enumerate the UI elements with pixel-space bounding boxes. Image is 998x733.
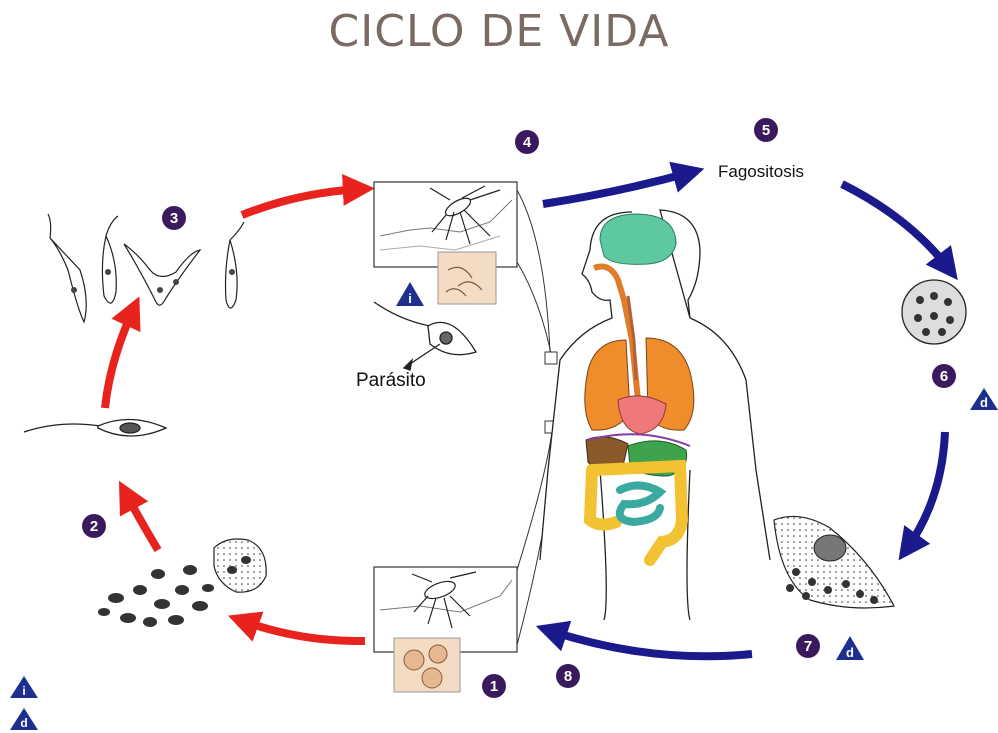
parasite-illustration (374, 302, 476, 370)
diagnostic-stage-badge-7: d (836, 636, 864, 660)
amastigote-cluster (98, 539, 266, 627)
promastigote-cluster (48, 214, 244, 322)
stage-number-6: 6 (932, 364, 956, 388)
legend-infective-symbol: i (10, 676, 38, 698)
stage-number-8: 8 (556, 664, 580, 688)
infective-stage-badge-4-text: i (408, 291, 412, 306)
arrow-1-to-2 (240, 620, 365, 641)
stage-number-7: 7 (796, 634, 820, 658)
infected-macrophage-stage-6 (902, 280, 966, 344)
ruptured-macrophage-stage-7 (774, 516, 894, 608)
sandfly-feeding-panel-bottom (374, 567, 517, 692)
stage-number-8-text: 8 (564, 668, 572, 685)
large-intestine-organ (590, 466, 682, 560)
arrow-4-to-5 (543, 172, 692, 204)
diagnostic-stage-badge-6-text: d (980, 395, 988, 410)
arrow-3-to-4 (242, 189, 362, 215)
stage-number-6-text: 6 (940, 368, 948, 385)
legend-infective-text: i (22, 684, 25, 698)
arrow-promastigote-to-3 (105, 308, 134, 408)
promastigote-elongated (24, 419, 166, 436)
human-body-figure (540, 210, 770, 620)
stage-number-4-text: 4 (523, 134, 532, 151)
arrow-2-to-promastigote (125, 492, 158, 550)
infective-stage-badge-4: i (396, 282, 424, 306)
stage-number-2-text: 2 (90, 518, 98, 535)
stage-number-2: 2 (82, 514, 106, 538)
arrow-6-to-7 (906, 432, 945, 550)
small-intestine-organ (620, 485, 660, 522)
stage-number-7-text: 7 (804, 638, 812, 655)
diagnostic-stage-badge-7-text: d (846, 645, 854, 660)
stage-number-4: 4 (515, 130, 539, 154)
label-parasito: Parásito (356, 370, 426, 392)
stage-number-5: 5 (754, 118, 778, 142)
legend-diagnostic-text: d (20, 716, 27, 730)
liver-organ (618, 396, 666, 434)
stage-number-3: 3 (162, 206, 186, 230)
diagnostic-stage-badge-6: d (970, 388, 998, 410)
brain-organ (600, 214, 676, 264)
legend-diagnostic-symbol: d (10, 708, 38, 730)
label-fagositosis: Fagositosis (718, 162, 804, 182)
sandfly-feeding-panel-top (374, 182, 517, 304)
stage-number-1-text: 1 (490, 678, 498, 695)
stage-number-3-text: 3 (170, 210, 178, 227)
arrow-7-to-8 (548, 630, 752, 656)
stage-number-1: 1 (482, 674, 506, 698)
stage-number-5-text: 5 (762, 122, 770, 139)
arrow-5-to-6 (842, 184, 950, 270)
